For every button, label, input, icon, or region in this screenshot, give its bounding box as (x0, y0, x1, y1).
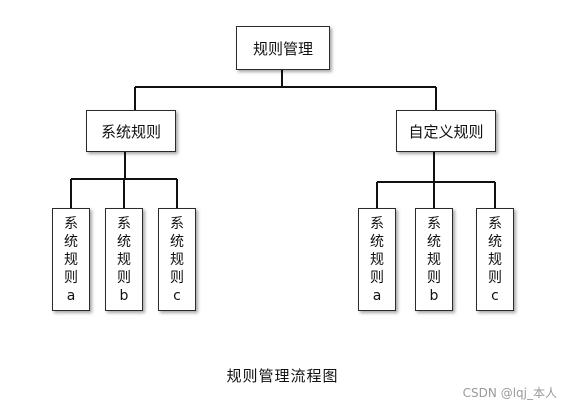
leaf-node: 系统规则 c (158, 208, 196, 311)
leaf-node-label: 系统规则 (117, 215, 131, 286)
branch-node-system-rules: 系统规则 (86, 110, 176, 152)
leaf-node-label: 系统规则 (488, 215, 502, 286)
leaf-node: 系统规则 a (52, 208, 90, 311)
leaf-node: 系统规则 c (476, 208, 514, 311)
leaf-node-label: 系统规则 (427, 215, 441, 286)
leaf-node-label: 系统规则 (370, 215, 384, 286)
leaf-node-label: 系统规则 (170, 215, 184, 286)
diagram-caption: 规则管理流程图 (226, 367, 339, 385)
leaf-node-suffix: a (372, 287, 382, 304)
leaf-node: 系统规则 b (415, 208, 453, 311)
leaf-node-suffix: c (491, 287, 499, 304)
root-node: 规则管理 (236, 26, 330, 70)
branch-node-label: 系统规则 (100, 122, 161, 141)
leaf-node-label: 系统规则 (64, 215, 78, 286)
root-node-label: 规则管理 (252, 39, 313, 58)
branch-node-label: 自定义规则 (408, 122, 484, 141)
leaf-node-suffix: b (119, 287, 129, 304)
leaf-node: 系统规则 b (105, 208, 143, 311)
watermark: CSDN @lqj_本人 (462, 386, 557, 400)
branch-node-custom-rules: 自定义规则 (396, 110, 496, 152)
leaf-node-suffix: c (173, 287, 181, 304)
leaf-node-suffix: a (66, 287, 76, 304)
leaf-node-suffix: b (429, 287, 439, 304)
leaf-node: 系统规则 a (358, 208, 396, 311)
